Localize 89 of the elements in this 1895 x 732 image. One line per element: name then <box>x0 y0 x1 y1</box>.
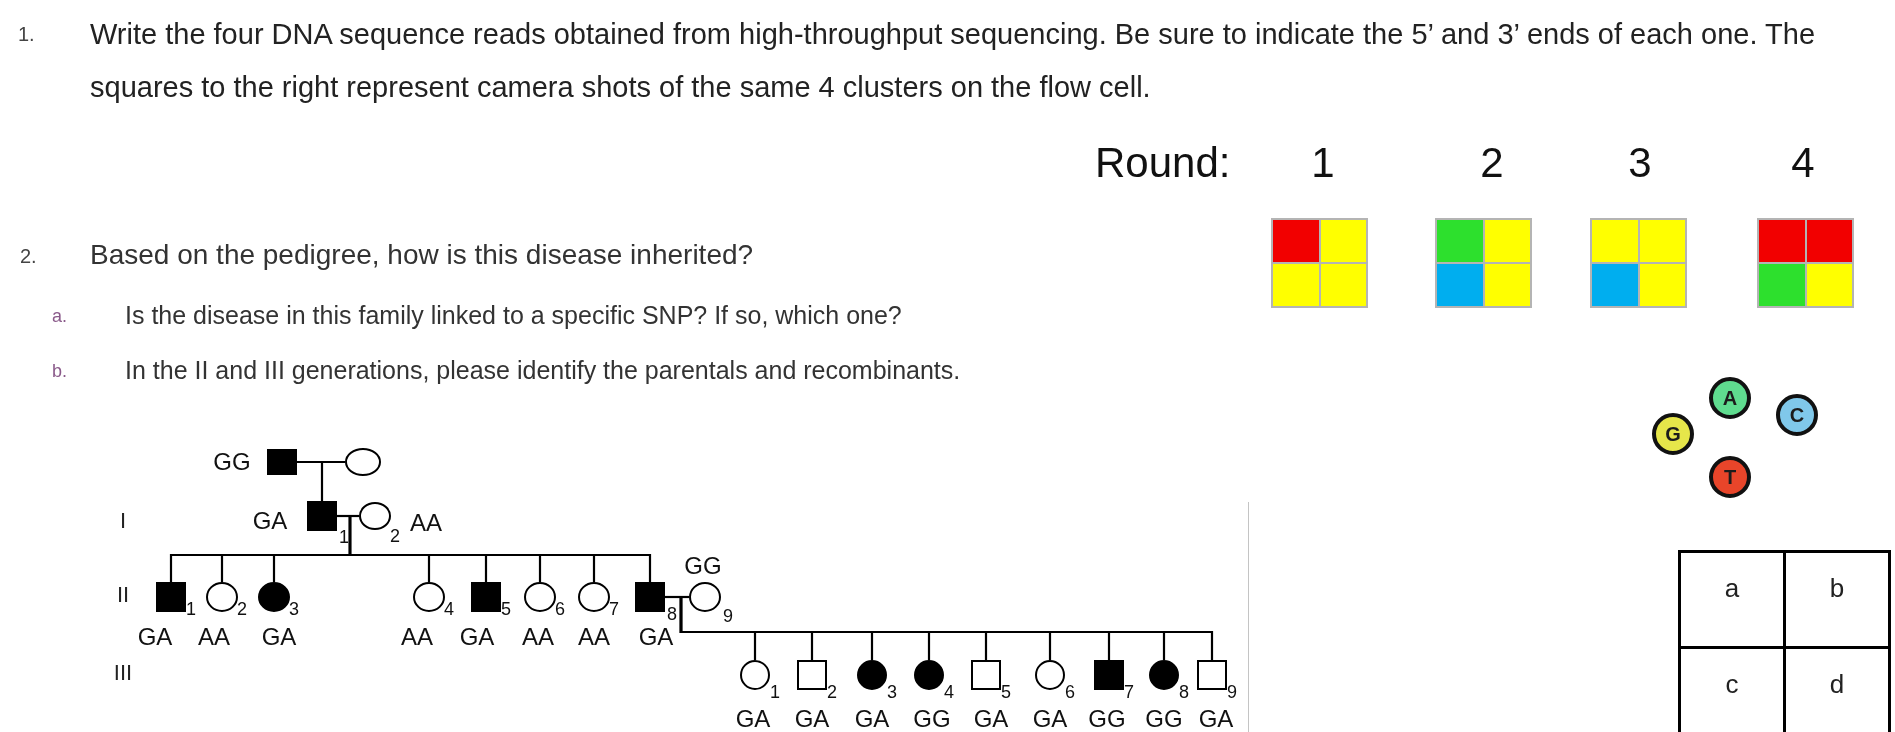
affected-male-square <box>307 501 337 531</box>
male-square <box>1197 660 1227 690</box>
female-circle <box>345 448 381 476</box>
individual-number: 8 <box>1179 681 1189 703</box>
sub-question-text: In the II and III generations, please identify the parentals and recombinants. <box>125 355 961 385</box>
genotype-label: GG <box>213 448 251 476</box>
affected-male-square <box>471 582 501 612</box>
nucleotide-circle: T <box>1709 456 1751 498</box>
genotype-label: AA <box>522 623 554 651</box>
female-circle <box>413 582 445 612</box>
round-number: 4 <box>1791 138 1815 188</box>
round-number: 2 <box>1480 138 1504 188</box>
male-square <box>971 660 1001 690</box>
genotype-label: AA <box>410 509 442 537</box>
genotype-label: AA <box>198 623 230 651</box>
individual-number: 2 <box>827 681 837 703</box>
table-cell: a <box>1681 553 1783 646</box>
genotype-label: GG <box>1145 705 1183 732</box>
genotype-label: GA <box>252 507 288 535</box>
genotype-label: GA <box>459 623 495 651</box>
sub-question-letter: b. <box>52 360 67 382</box>
female-circle <box>359 502 391 530</box>
female-circle <box>689 582 721 612</box>
question-text: Write the four DNA sequence reads obtained from high-throughput sequencing. Be sure to indicate the 5’ and 3’ ends of each one. The squares to the right represent camera shots of the same 4 clusters on the flow cell. <box>90 17 1816 105</box>
individual-number: 4 <box>944 681 954 703</box>
individual-number: 1 <box>770 681 780 703</box>
individual-number: 8 <box>667 603 677 625</box>
genotype-label: GG <box>1088 705 1126 732</box>
individual-number: 2 <box>390 525 400 547</box>
individual-number: 7 <box>1124 681 1134 703</box>
genotype-label: GA <box>735 705 771 732</box>
affected-female-circle <box>258 582 290 612</box>
male-square <box>797 660 827 690</box>
question-number: 1. <box>18 22 35 46</box>
pedigree-line <box>297 460 324 501</box>
question-text: Based on the pedigree, how is this disease inherited? <box>90 238 754 272</box>
affected-female-circle <box>857 660 887 690</box>
female-circle <box>1035 660 1065 690</box>
individual-number: 9 <box>723 605 733 627</box>
individual-number: 7 <box>609 598 619 620</box>
female-circle <box>578 582 610 612</box>
genotype-label: GA <box>638 623 674 651</box>
generation-numeral: III <box>113 660 133 686</box>
individual-number: 4 <box>444 598 454 620</box>
individual-number: 9 <box>1227 681 1237 703</box>
genotype-label: GA <box>261 623 297 651</box>
question-number: 2. <box>20 244 37 268</box>
individual-number: 6 <box>555 598 565 620</box>
genotype-label: GA <box>973 705 1009 732</box>
genotype-label: GA <box>794 705 830 732</box>
generation-numeral: I <box>119 508 127 534</box>
genotype-label: GG <box>684 552 722 580</box>
individual-number: 5 <box>1001 681 1011 703</box>
affected-male-square <box>156 582 186 612</box>
affected-male-square <box>267 449 297 475</box>
nucleotide-circle: C <box>1776 394 1818 436</box>
genotype-label: AA <box>401 623 433 651</box>
sub-question-letter: a. <box>52 305 67 327</box>
nucleotide-circle: G <box>1652 413 1694 455</box>
individual-number: 6 <box>1065 681 1075 703</box>
round-label: Round: <box>1095 138 1231 188</box>
genotype-label: GA <box>137 623 173 651</box>
nucleotide-circle: A <box>1709 377 1751 419</box>
female-circle <box>740 660 770 690</box>
individual-number: 3 <box>887 681 897 703</box>
individual-number: 3 <box>289 598 299 620</box>
affected-male-square <box>1094 660 1124 690</box>
round-number: 1 <box>1311 138 1335 188</box>
individual-number: 1 <box>186 598 196 620</box>
sub-question-text: Is the disease in this family linked to a specific SNP? If so, which one? <box>125 300 902 330</box>
individual-number: 1 <box>339 526 349 548</box>
affected-female-circle <box>914 660 944 690</box>
individual-number: 2 <box>237 598 247 620</box>
pedigree-line <box>337 514 652 582</box>
female-circle <box>524 582 556 612</box>
generation-numeral: II <box>116 582 130 608</box>
genotype-label: GA <box>1032 705 1068 732</box>
genotype-label: AA <box>578 623 610 651</box>
round-number: 3 <box>1628 138 1652 188</box>
table-cell: d <box>1786 649 1888 732</box>
genotype-label: GG <box>913 705 951 732</box>
table-cell: c <box>1681 649 1783 732</box>
affected-female-circle <box>1149 660 1179 690</box>
genotype-label: GA <box>1198 705 1234 732</box>
genotype-label: GA <box>854 705 890 732</box>
table-cell: b <box>1786 553 1888 646</box>
affected-male-square <box>635 582 665 612</box>
female-circle <box>206 582 238 612</box>
individual-number: 5 <box>501 598 511 620</box>
